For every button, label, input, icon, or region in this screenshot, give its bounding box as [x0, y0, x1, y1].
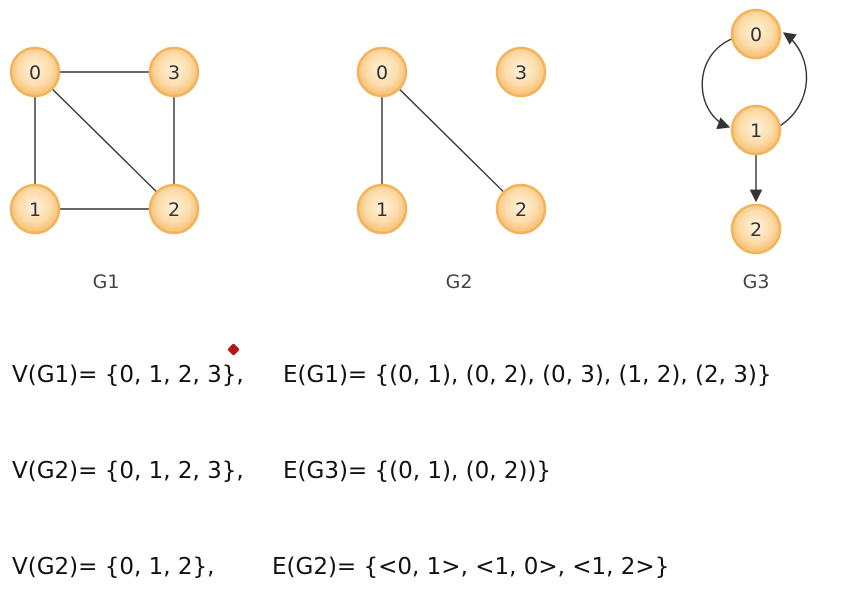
g2-node-0: 0: [356, 46, 408, 98]
g2-node-1: 1: [356, 183, 408, 235]
g1-node-0: 0: [9, 46, 61, 98]
g3-node-1: 1: [730, 104, 782, 156]
g2-caption: G2: [446, 271, 473, 293]
g1-node-1-label: 1: [29, 199, 41, 221]
g1-node-2-label: 2: [168, 199, 180, 221]
g3-edges: [701, 32, 808, 203]
g3-node-1-label: 1: [750, 120, 762, 142]
g3-edge-0-to-1: [701, 37, 735, 130]
g1-node-2: 2: [148, 183, 200, 235]
g1-node-3-label: 3: [168, 62, 180, 84]
formula-3-edges: E(G2)= {<0, 1>, <1, 0>, <1, 2>}: [272, 554, 670, 580]
g2-node-3: 3: [495, 46, 547, 98]
g1-node-0-label: 0: [29, 62, 41, 84]
g1-edge-0-2: [34, 71, 175, 210]
g1-node-1: 1: [9, 183, 61, 235]
formula-1-vertices: V(G1)= {0, 1, 2, 3},: [12, 362, 244, 388]
g3-node-0: 0: [730, 8, 782, 60]
g2-node-2: 2: [495, 183, 547, 235]
g2-node-2-label: 2: [515, 199, 527, 221]
g2-edge-0-2: [381, 71, 522, 210]
g2-node-1-label: 1: [376, 199, 388, 221]
formula-1-edges: E(G1)= {(0, 1), (0, 2), (0, 3), (1, 2), …: [283, 362, 772, 388]
g1-edges: [34, 71, 175, 210]
formula-2-vertices: V(G2)= {0, 1, 2, 3},: [12, 458, 244, 484]
formula-2-edges: E(G3)= {(0, 1), (0, 2))}: [283, 458, 552, 484]
g1-caption: G1: [93, 271, 120, 293]
g3-node-2: 2: [730, 203, 782, 255]
formula-3-vertices: V(G2)= {0, 1, 2},: [12, 554, 215, 580]
g1-node-3: 3: [148, 46, 200, 98]
g3-node-0-label: 0: [750, 24, 762, 46]
g3-node-2-label: 2: [750, 219, 762, 241]
g2-node-0-label: 0: [376, 62, 388, 84]
g2-node-3-label: 3: [515, 62, 527, 84]
g3-edge-1-to-0: [777, 32, 808, 128]
g2-edges: [381, 71, 522, 210]
g3-caption: G3: [743, 271, 770, 293]
